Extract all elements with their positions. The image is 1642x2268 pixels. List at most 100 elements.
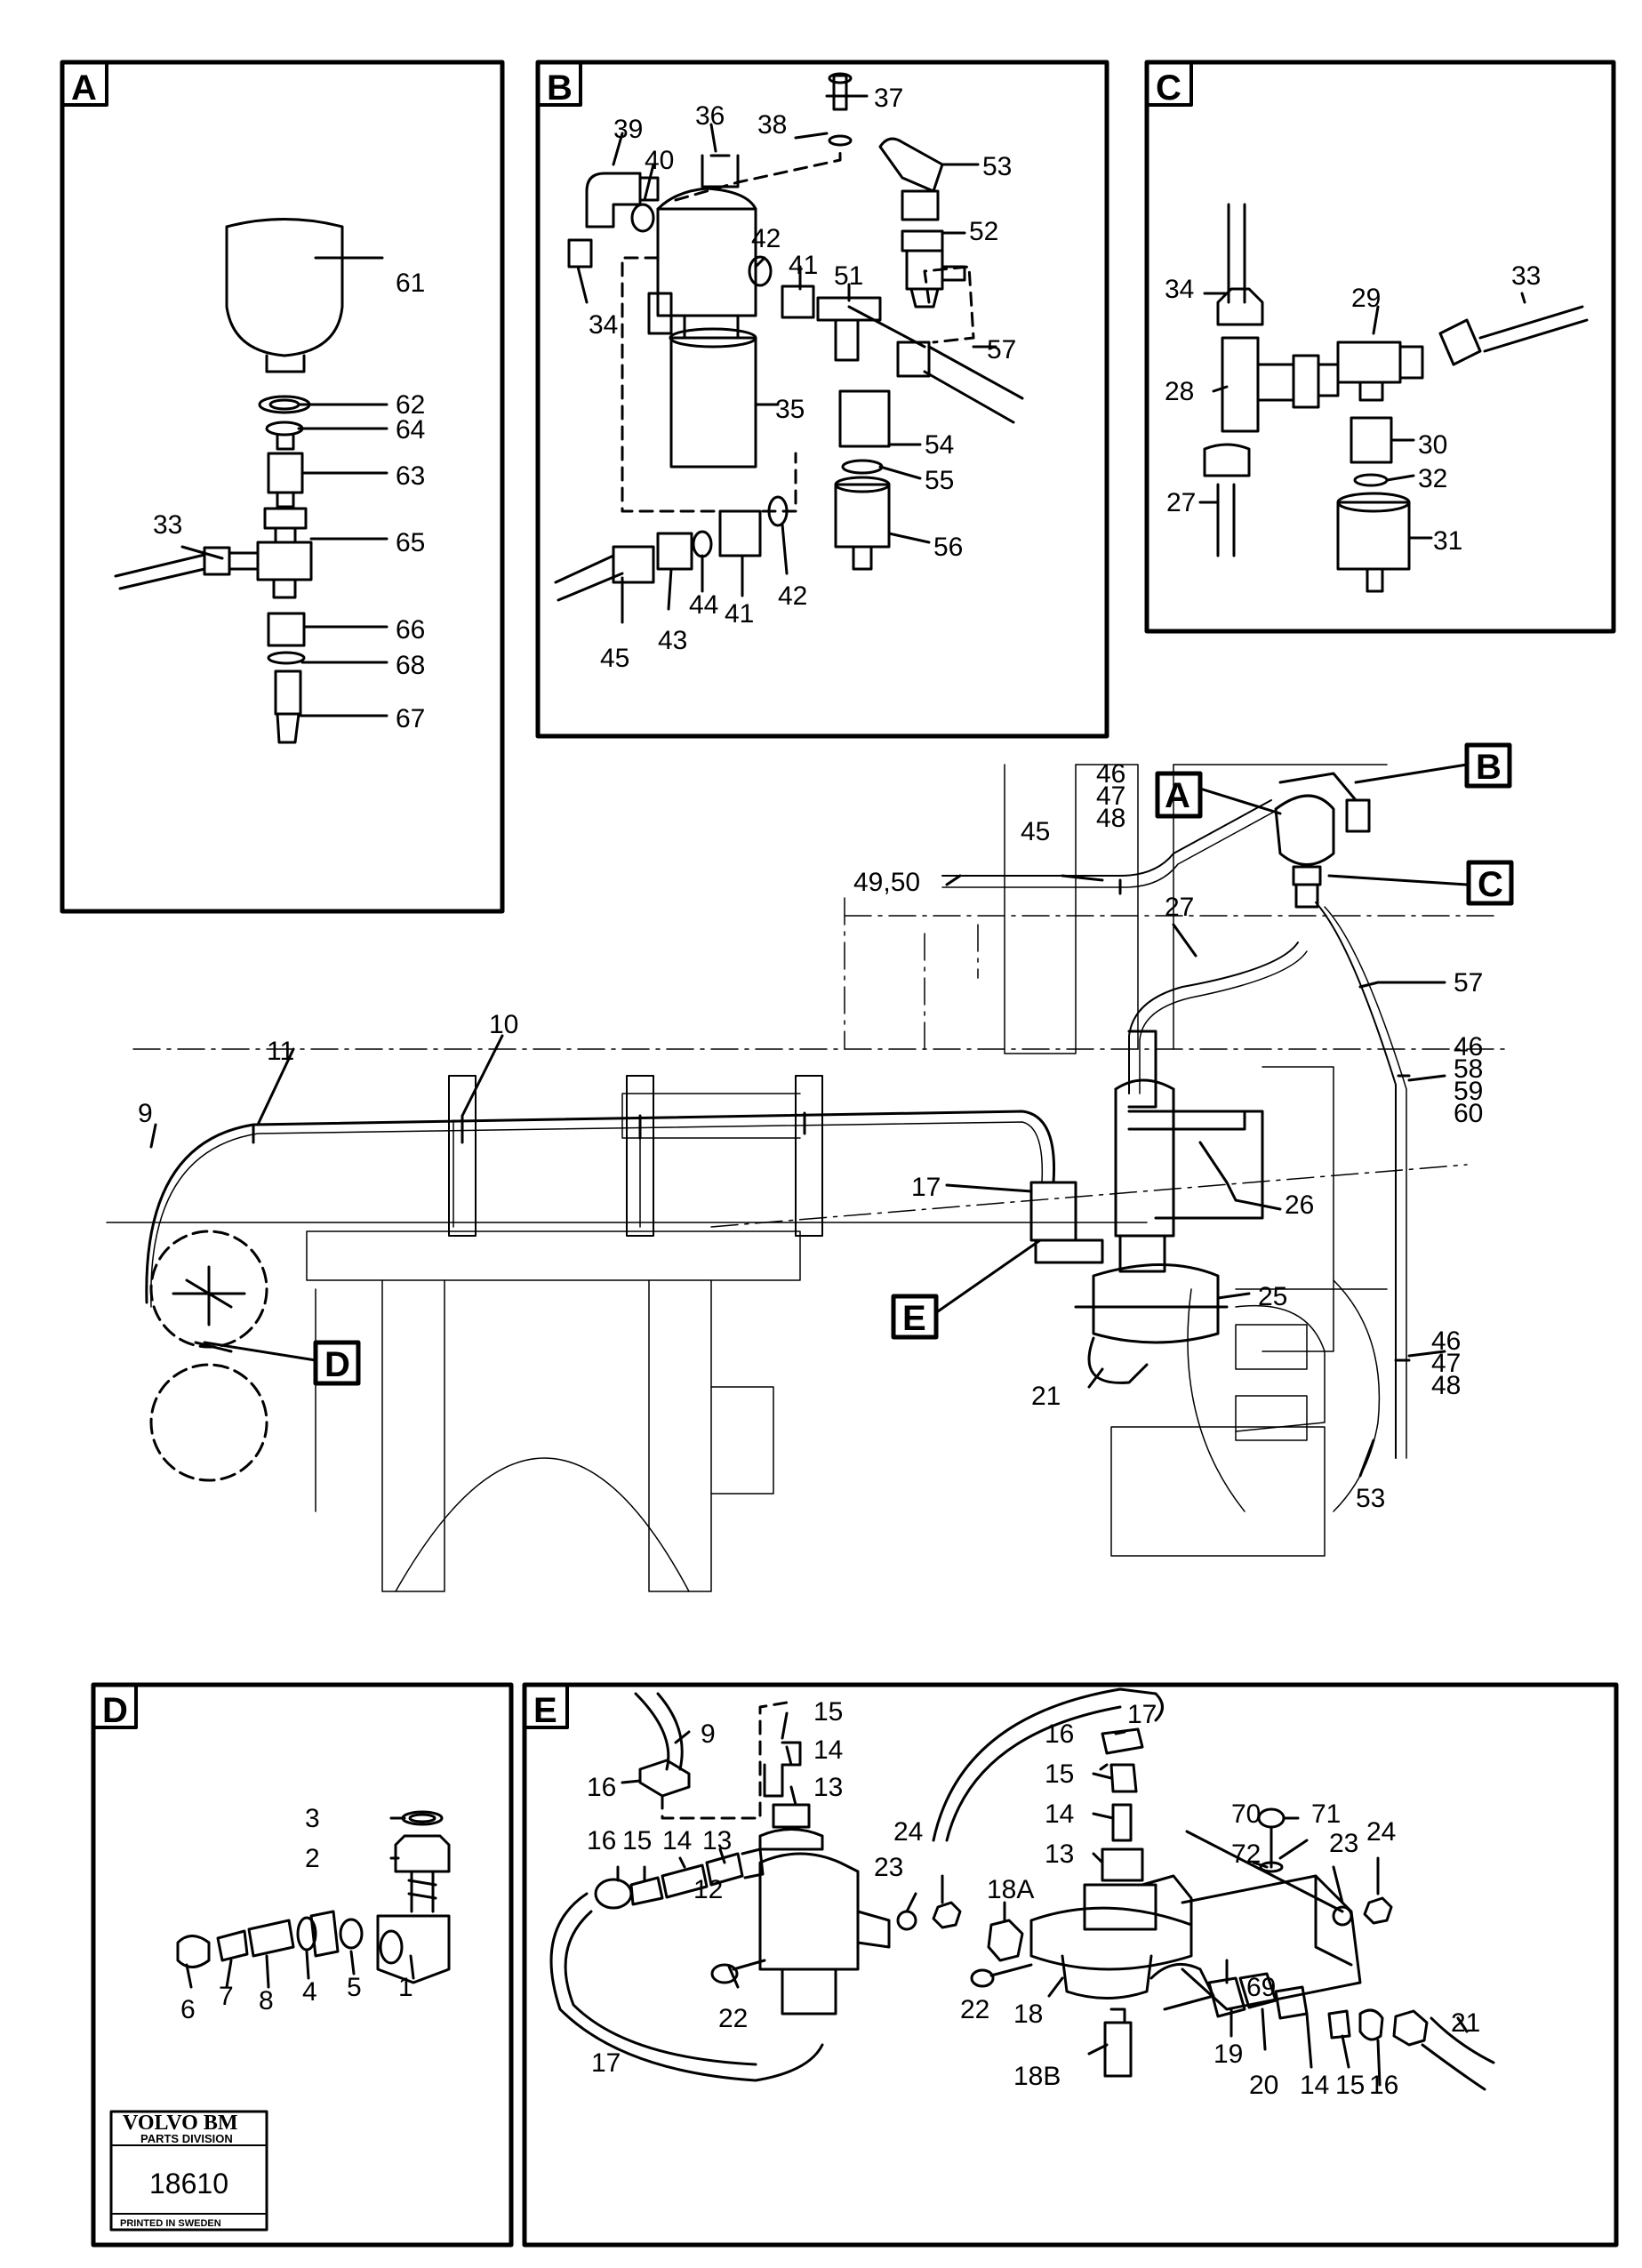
- part-number-label: 37: [874, 84, 903, 113]
- part-number-label: 8: [259, 1986, 274, 2016]
- part-number-label: 40: [645, 146, 674, 175]
- part-number-label: 19: [1213, 2040, 1243, 2069]
- part-number-label: 41: [725, 599, 754, 629]
- part-number-label: 23: [1329, 1829, 1358, 1858]
- part-number-label: 11: [267, 1037, 294, 1066]
- part-number-label: 16: [587, 1826, 616, 1855]
- part-number-label: 6: [180, 1995, 196, 2024]
- part-number-label: 21: [1451, 2008, 1480, 2038]
- callout-d: D: [324, 1345, 350, 1384]
- callout-a: A: [1165, 776, 1190, 815]
- part-number-label: 60: [1454, 1099, 1483, 1128]
- part-number-label: 59: [1454, 1077, 1483, 1106]
- panel-b-tag: B: [547, 68, 573, 108]
- part-number-label: 5: [347, 1973, 362, 2002]
- part-number-label: 9: [701, 1719, 716, 1749]
- part-number-label: 47: [1431, 1349, 1461, 1378]
- part-number-label: 2: [305, 1844, 320, 1873]
- part-number-label: 55: [925, 466, 954, 495]
- part-number-label: 21: [1031, 1382, 1061, 1411]
- callout-e: E: [902, 1299, 926, 1338]
- part-number-label: 33: [153, 510, 182, 540]
- part-number-label: 15: [1335, 2071, 1365, 2100]
- logo-division: PARTS DIVISION: [140, 2132, 233, 2145]
- panel-d-tag: D: [102, 1691, 128, 1730]
- part-number-label: 30: [1418, 430, 1447, 460]
- part-number-label: 48: [1431, 1371, 1461, 1400]
- part-number-label: 18: [1013, 2000, 1043, 2029]
- part-number-label: 15: [813, 1697, 843, 1727]
- part-number-label: 24: [893, 1817, 923, 1847]
- part-number-label: 42: [778, 581, 807, 611]
- part-number-label: 9: [138, 1099, 153, 1128]
- panel-d: [91, 1682, 514, 2248]
- part-number-label: 10: [489, 1010, 518, 1039]
- part-number-label: 72: [1231, 1839, 1261, 1869]
- part-number-label: 70: [1231, 1799, 1261, 1829]
- part-number-label: 16: [1045, 1719, 1074, 1749]
- panel-e: [522, 1682, 1619, 2248]
- part-number-label: 51: [834, 261, 863, 291]
- part-number-label: 12: [693, 1875, 723, 1904]
- part-number-label: 48: [1096, 804, 1125, 833]
- part-number-label: 18A: [987, 1875, 1034, 1904]
- callout-b: B: [1476, 748, 1502, 787]
- panel-c: [1144, 60, 1616, 634]
- part-number-label: 49,50: [853, 868, 920, 897]
- part-number-label: 47: [1096, 781, 1125, 811]
- part-number-label: 56: [933, 533, 963, 562]
- panel-b: [535, 60, 1109, 739]
- logo-brand: VOLVO BM: [123, 2112, 238, 2135]
- part-number-label: 1: [398, 1973, 413, 2002]
- part-number-label: 13: [813, 1773, 843, 1802]
- part-number-label: 32: [1418, 464, 1447, 493]
- main-labels: 4647484549,50275746585960111091726252146…: [138, 759, 1483, 1513]
- part-number-label: 14: [1300, 2071, 1329, 2100]
- part-number-label: 45: [600, 644, 629, 673]
- part-number-label: 27: [1165, 893, 1194, 922]
- part-number-label: 27: [1166, 488, 1196, 517]
- part-number-label: 43: [658, 626, 687, 655]
- part-number-label: 63: [396, 461, 425, 491]
- part-number-label: 26: [1285, 1190, 1314, 1220]
- part-number-label: 13: [1045, 1839, 1074, 1869]
- part-number-label: 61: [396, 268, 425, 298]
- part-number-label: 16: [1369, 2071, 1398, 2100]
- part-number-label: 53: [1356, 1484, 1385, 1513]
- part-number-label: 65: [396, 528, 425, 557]
- part-number-label: 31: [1433, 526, 1462, 556]
- part-number-label: 71: [1311, 1799, 1341, 1829]
- part-number-label: 46: [1454, 1032, 1483, 1062]
- part-number-label: 22: [960, 1995, 989, 2024]
- part-number-label: 17: [1127, 1700, 1157, 1729]
- part-number-label: 64: [396, 415, 425, 445]
- part-number-label: 68: [396, 651, 425, 680]
- part-number-label: 14: [1045, 1799, 1074, 1829]
- part-number-label: 57: [1454, 968, 1483, 998]
- part-number-label: 46: [1096, 759, 1125, 789]
- part-number-label: 67: [396, 704, 425, 733]
- logo-footer: PRINTED IN SWEDEN: [120, 2218, 221, 2229]
- part-number-label: 57: [987, 335, 1016, 365]
- part-number-label: 16: [587, 1773, 616, 1802]
- part-number-label: 34: [589, 310, 618, 340]
- part-number-label: 38: [757, 110, 787, 140]
- part-number-label: 18B: [1013, 2062, 1061, 2091]
- part-number-label: 35: [775, 395, 805, 424]
- panel-a-tag: A: [71, 68, 97, 108]
- part-number-label: 44: [689, 590, 718, 620]
- part-number-label: 29: [1351, 284, 1381, 313]
- part-number-label: 41: [789, 251, 818, 280]
- part-number-label: 4: [302, 1977, 317, 2007]
- part-number-label: 25: [1258, 1282, 1287, 1311]
- part-number-label: 23: [874, 1853, 903, 1882]
- part-number-label: 62: [396, 390, 425, 420]
- part-number-label: 15: [1045, 1759, 1074, 1789]
